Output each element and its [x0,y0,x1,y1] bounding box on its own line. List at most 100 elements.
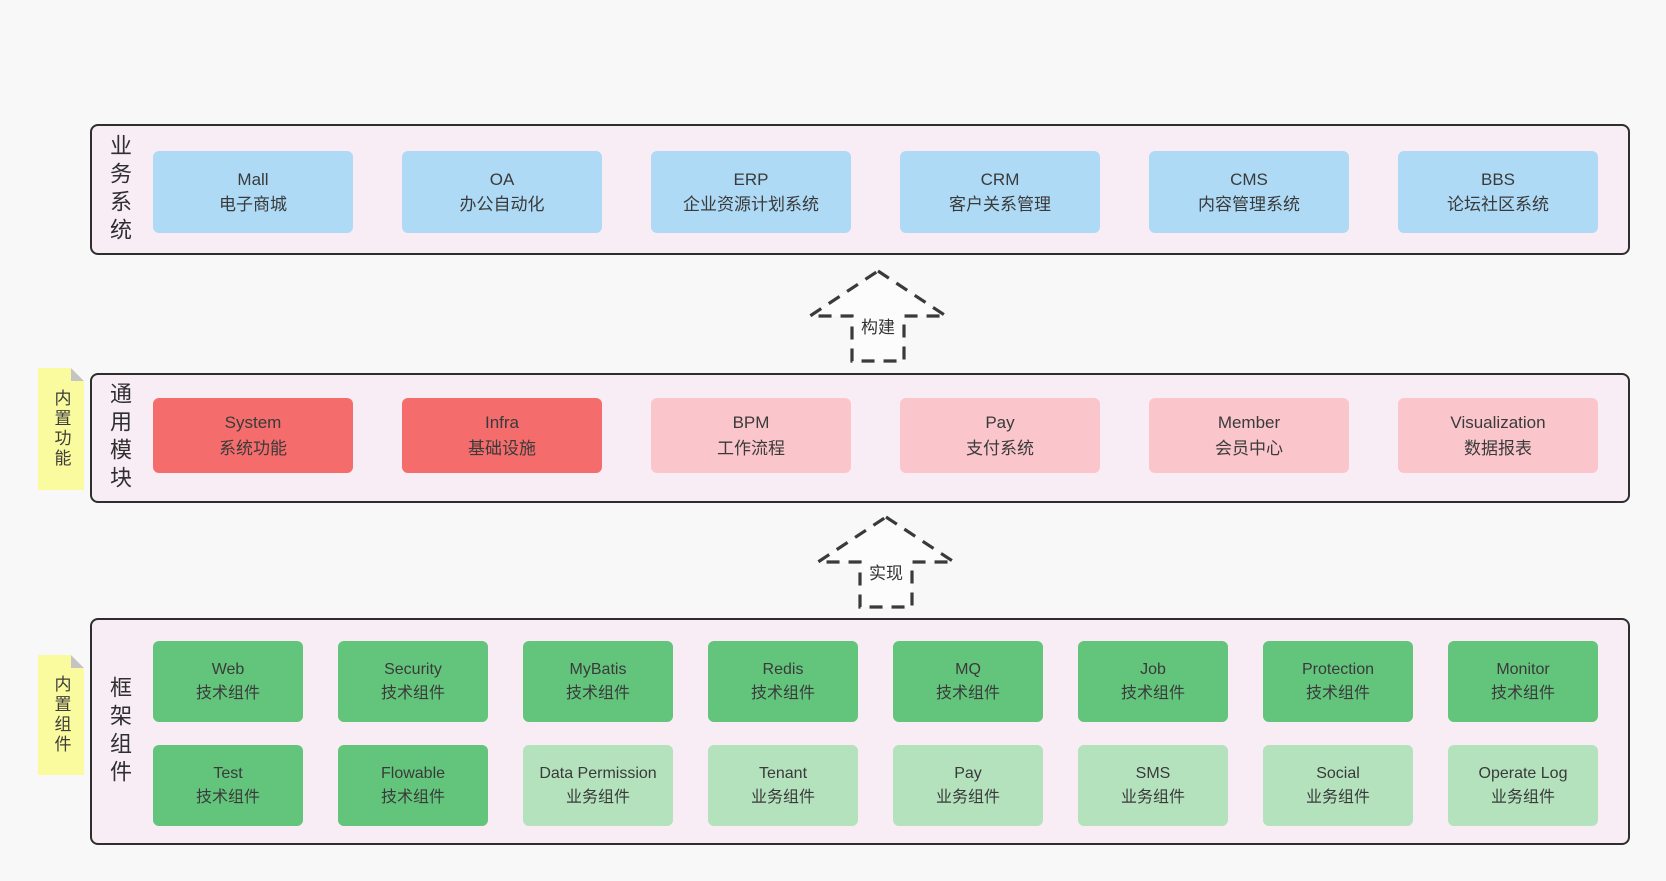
box-label-en: Mall [237,169,269,189]
box-label-zh: 业务组件 [1490,788,1555,806]
sticky-note-builtin-components: 内置组件 [38,655,84,775]
box-label-zh: 企业资源计划系统 [683,195,819,214]
sticky-note-text: 内置组件 [51,675,71,755]
box-data-permission: Data Permission 业务组件 [523,745,673,826]
common-modules-row: System 系统功能 Infra 基础设施 BPM 工作流程 Pay 支付系统… [153,398,1598,473]
common-modules-panel: 通用模块 System 系统功能 Infra 基础设施 BPM 工作流程 Pay… [90,373,1630,503]
box-label-zh: 内容管理系统 [1198,195,1300,214]
box-label-zh: 技术组件 [195,684,260,702]
box-label-en: Member [1217,413,1281,432]
box-label-en: BBS [1480,169,1516,189]
box-label-zh: 客户关系管理 [949,195,1051,214]
box-label-en: Data Permission [539,765,657,783]
box-label-zh: 技术组件 [935,684,1000,702]
up-arrow-icon [814,515,958,609]
box-bbs: BBS 论坛社区系统 [1398,151,1598,233]
box-label-zh: 业务组件 [565,788,630,806]
box-crm: CRM 客户关系管理 [900,151,1100,233]
box-mybatis: MyBatis 技术组件 [523,641,673,722]
box-label-zh: 业务组件 [1305,788,1370,806]
box-monitor: Monitor 技术组件 [1448,641,1598,722]
box-web: Web 技术组件 [153,641,303,722]
box-pay: Pay 支付系统 [900,398,1100,473]
box-label-zh: 支付系统 [966,438,1034,458]
box-job: Job 技术组件 [1078,641,1228,722]
box-cms: CMS 内容管理系统 [1149,151,1349,233]
box-label-zh: 论坛社区系统 [1447,195,1549,214]
box-label-zh: 技术组件 [380,788,445,806]
box-label-zh: 技术组件 [565,684,630,702]
box-operate-log: Operate Log 业务组件 [1448,745,1598,826]
box-label-en: Flowable [380,765,446,783]
box-label-zh: 系统功能 [219,438,287,458]
box-mall: Mall 电子商城 [153,151,353,233]
business-systems-panel: 业务系统 Mall 电子商城 OA 办公自动化 ERP 企业资源计划系统 CRM… [90,124,1630,255]
box-label-zh: 技术组件 [1305,684,1370,702]
box-label-zh: 技术组件 [1120,684,1185,702]
box-tenant: Tenant 业务组件 [708,745,858,826]
box-mq: MQ 技术组件 [893,641,1043,722]
box-security: Security 技术组件 [338,641,488,722]
box-label-zh: 技术组件 [750,684,815,702]
folded-corner-icon [71,655,84,668]
framework-components-label: 框架组件 [107,675,132,788]
box-test: Test 技术组件 [153,745,303,826]
box-label-en: Pay [985,413,1015,432]
box-label-en: Protection [1301,661,1375,679]
box-label-zh: 办公自动化 [459,195,545,214]
box-visualization: Visualization 数据报表 [1398,398,1598,473]
box-label-en: OA [489,169,515,189]
business-systems-row: Mall 电子商城 OA 办公自动化 ERP 企业资源计划系统 CRM 客户关系… [153,151,1598,233]
box-label-zh: 业务组件 [750,788,815,806]
box-label-en: Web [211,661,245,679]
box-label-zh: 电子商城 [219,195,287,214]
box-label-en: Test [213,765,243,783]
folded-corner-icon [71,368,84,381]
box-bpm: BPM 工作流程 [651,398,851,473]
box-erp: ERP 企业资源计划系统 [651,151,851,233]
box-label-en: Visualization [1450,413,1546,432]
box-label-zh: 技术组件 [1490,684,1555,702]
box-label-zh: 基础设施 [468,438,536,458]
implement-arrow-label: 实现 [869,564,903,583]
box-label-zh: 业务组件 [935,788,1000,806]
box-label-zh: 会员中心 [1215,438,1283,458]
box-label-en: Redis [762,661,804,679]
box-label-en: System [224,413,282,432]
box-label-en: ERP [733,169,769,189]
box-pay-biz: Pay 业务组件 [893,745,1043,826]
framework-components-panel: 框架组件 Web 技术组件 Security 技术组件 MyBatis 技术组件… [90,618,1630,845]
framework-components-row-2: Test 技术组件 Flowable 技术组件 Data Permission … [153,745,1598,826]
box-label-en: Infra [484,413,520,432]
box-system: System 系统功能 [153,398,353,473]
box-label-zh: 技术组件 [195,788,260,806]
sticky-note-builtin-features: 内置功能 [38,368,84,490]
box-label-en: BPM [732,413,770,432]
box-member: Member 会员中心 [1149,398,1349,473]
box-label-zh: 工作流程 [717,438,785,458]
box-redis: Redis 技术组件 [708,641,858,722]
box-label-zh: 技术组件 [380,684,445,702]
box-flowable: Flowable 技术组件 [338,745,488,826]
box-label-en: Operate Log [1478,765,1568,783]
box-social: Social 业务组件 [1263,745,1413,826]
box-label-en: MQ [955,661,981,679]
box-label-en: CRM [980,169,1020,189]
box-label-en: Tenant [758,765,808,783]
implement-arrow: 实现 [814,515,958,609]
up-arrow-icon [806,269,950,363]
build-arrow-label: 构建 [861,318,895,337]
box-label-en: Social [1316,765,1360,783]
framework-components-row-1: Web 技术组件 Security 技术组件 MyBatis 技术组件 Redi… [153,641,1598,722]
box-label-en: MyBatis [569,661,627,679]
box-label-zh: 数据报表 [1464,438,1532,458]
sticky-note-text: 内置功能 [51,389,71,469]
box-sms: SMS 业务组件 [1078,745,1228,826]
box-label-zh: 业务组件 [1120,788,1185,806]
box-label-en: Security [384,661,442,679]
box-oa: OA 办公自动化 [402,151,602,233]
box-label-en: Job [1140,661,1166,679]
box-label-en: Pay [954,765,982,783]
business-systems-label: 业务系统 [107,133,132,246]
